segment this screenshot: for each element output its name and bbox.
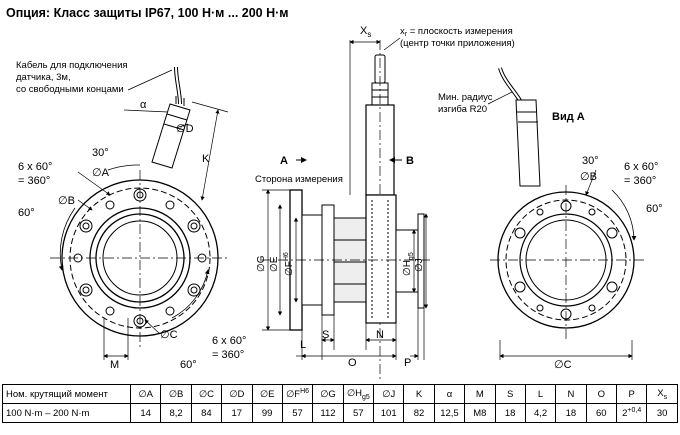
- specs-value-cell: 82: [403, 403, 435, 423]
- dim-c-right: ∅C: [554, 359, 572, 371]
- specs-value-cell: 84: [190, 403, 223, 423]
- holes-right-line1: 6 x 60°: [624, 161, 658, 173]
- dim-g: ∅G: [256, 255, 267, 272]
- holes-left-line2: = 360°: [18, 175, 50, 187]
- holes-bottom-line1: 6 x 60°: [212, 335, 246, 347]
- specs-value-cell: 112: [312, 403, 344, 423]
- dim-f: ∅FH6: [283, 252, 295, 276]
- dim-a: ∅A: [92, 167, 110, 179]
- holes-left-line1: 6 x 60°: [18, 161, 52, 173]
- holes-right-line2: = 360°: [624, 175, 656, 187]
- dim-k: K: [202, 153, 210, 165]
- specs-header-cell: O: [585, 384, 618, 404]
- specs-header-cell: P: [615, 384, 648, 404]
- specs-value-cell: 99: [251, 403, 283, 423]
- dim-d: ∅D: [176, 123, 194, 135]
- min-radius-line1: Мин. радиус: [438, 92, 493, 103]
- view-a-label: Вид A: [552, 111, 585, 123]
- specs-value-cell: 2+0,4: [615, 403, 648, 423]
- specs-value-cell: 60: [585, 403, 618, 423]
- angle-30-left: 30°: [92, 147, 109, 159]
- angle-60-left: 60°: [18, 207, 35, 219]
- dim-c-left: ∅C: [160, 329, 178, 341]
- specs-header-cell: ∅G: [312, 384, 344, 404]
- dim-xs: Xs: [360, 25, 371, 39]
- specs-header-cell: Xs: [646, 384, 678, 404]
- specs-value-cell: 14: [129, 403, 162, 423]
- angle-30-right: 30°: [582, 155, 599, 167]
- specs-table: Ном. крутящий момент∅A∅B∅C∅D∅E∅FH6∅G∅Hg5…: [2, 384, 678, 423]
- specs-header-cell: ∅Hg5: [342, 384, 375, 404]
- left-view: [50, 66, 230, 360]
- measurement-side-label: Сторона измерения: [255, 174, 343, 185]
- specs-value-cell: 57: [342, 403, 375, 423]
- technical-drawing: Кабель для подключения датчика, 3м, со с…: [16, 25, 663, 380]
- specs-header-cell: ∅C: [190, 384, 223, 404]
- xr-note-line1: xr = плоскость измерения: [400, 26, 513, 38]
- specs-header-cell: K: [403, 384, 435, 404]
- dim-s: S: [322, 329, 329, 341]
- specs-header-cell: ∅A: [129, 384, 162, 404]
- angle-60-right: 60°: [646, 203, 663, 215]
- cable-note-line1: Кабель для подключения: [16, 60, 128, 71]
- specs-header-cell: ∅E: [251, 384, 283, 404]
- dim-l: L: [300, 339, 306, 351]
- specs-value-cell: 18: [494, 403, 526, 423]
- specs-header-cell: Ном. крутящий момент: [2, 384, 131, 404]
- dim-b-right: ∅B: [580, 171, 597, 183]
- dim-n: N: [376, 329, 384, 341]
- angle-60-bottom: 60°: [180, 359, 197, 371]
- specs-header-cell: ∅J: [372, 384, 405, 404]
- specs-value-cell: 17: [221, 403, 253, 423]
- bolt-holes-right: [514, 200, 618, 320]
- specs-value-cell: 57: [281, 403, 314, 423]
- specs-value-cell: 18: [555, 403, 587, 423]
- dim-alpha: α: [140, 99, 147, 111]
- arrow-a-label: A: [280, 155, 288, 167]
- connector-left: [151, 96, 191, 169]
- specs-header-cell: α: [433, 384, 466, 404]
- specs-value-cell: 101: [372, 403, 405, 423]
- dim-m: M: [110, 359, 119, 371]
- specs-value-cell: M8: [464, 403, 496, 423]
- specs-header-cell: ∅D: [221, 384, 253, 404]
- connector-right: [515, 99, 541, 187]
- dim-o: O: [348, 357, 357, 369]
- specs-header-cell: L: [524, 384, 557, 404]
- specs-value-cell: 8,2: [160, 403, 192, 423]
- specs-value-cell: 12,5: [433, 403, 466, 423]
- dim-p: P: [404, 357, 411, 369]
- specs-value-cell: 100 N·m – 200 N·m: [2, 403, 131, 423]
- specs-header-cell: M: [464, 384, 496, 404]
- dim-e: ∅E: [269, 256, 280, 272]
- dim-j: ∅J: [414, 258, 425, 272]
- dim-h: ∅Hg5: [402, 252, 415, 276]
- holes-bottom-line2: = 360°: [212, 349, 244, 361]
- cable-note-line2: датчика, 3м,: [16, 72, 71, 83]
- side-view: [260, 37, 430, 380]
- right-view: [487, 67, 645, 360]
- dim-b-left: ∅B: [58, 195, 75, 207]
- specs-value-cell: 30: [646, 403, 678, 423]
- page-title: Опция: Класс защиты IP67, 100 Н·м ... 20…: [6, 6, 289, 20]
- specs-header-cell: S: [494, 384, 526, 404]
- specs-header-row: Ном. крутящий момент∅A∅B∅C∅D∅E∅FH6∅G∅Hg5…: [2, 384, 678, 404]
- cable-note-line3: со свободными концами: [16, 84, 124, 95]
- specs-header-cell: ∅FH6: [281, 384, 314, 404]
- specs-value-cell: 4,2: [524, 403, 557, 423]
- specs-header-cell: N: [555, 384, 587, 404]
- xr-note-line2: (центр точки приложения): [400, 38, 515, 49]
- specs-header-cell: ∅B: [160, 384, 192, 404]
- arrow-b-label: B: [406, 155, 414, 167]
- min-radius-line2: изгиба R20: [438, 104, 487, 115]
